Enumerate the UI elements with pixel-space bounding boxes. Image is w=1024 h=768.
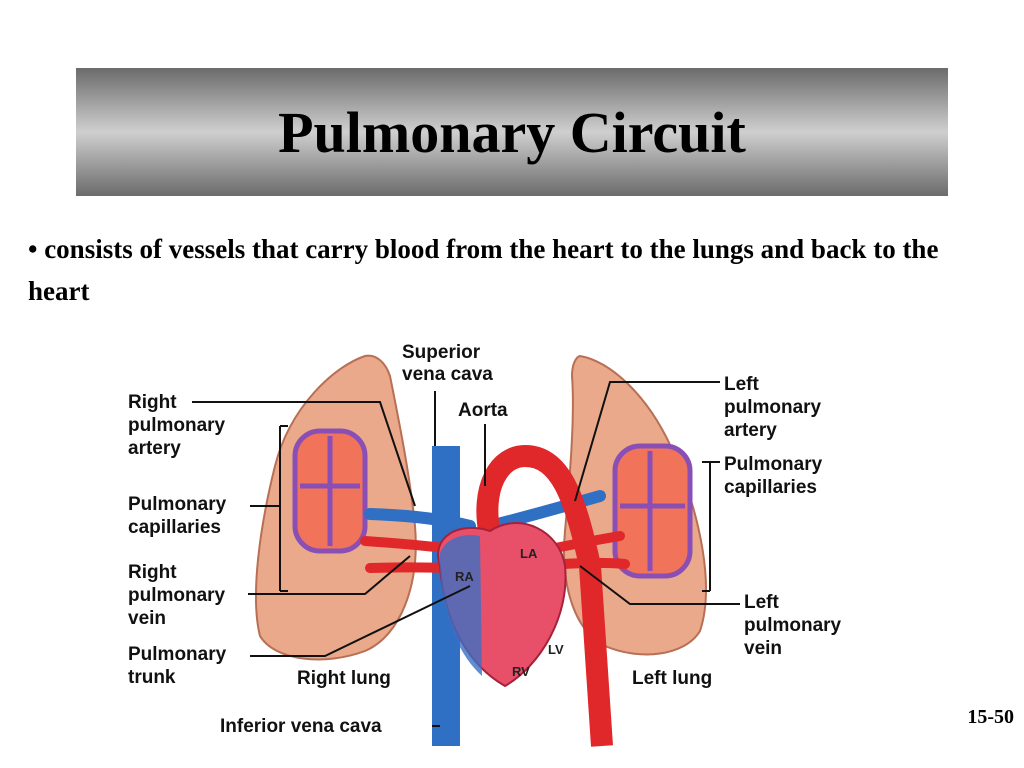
- label-right-lung: Right lung: [297, 668, 391, 689]
- label-left-lung: Left lung: [632, 668, 712, 689]
- svg-text:pulmonary: pulmonary: [744, 615, 842, 636]
- svg-text:pulmonary: pulmonary: [724, 397, 822, 418]
- chamber-ra: RA: [455, 569, 474, 584]
- svg-text:pulmonary: pulmonary: [128, 585, 226, 606]
- svg-text:Pulmonary: Pulmonary: [128, 644, 227, 665]
- aorta-shape: [476, 444, 613, 747]
- chamber-la: LA: [520, 546, 538, 561]
- title-bar: Pulmonary Circuit: [76, 68, 948, 196]
- bullet-text: • consists of vessels that carry blood f…: [28, 234, 939, 306]
- svg-text:vein: vein: [128, 608, 166, 629]
- svg-text:Right: Right: [128, 392, 177, 413]
- label-pulmonary-capillaries-left: Pulmonary capillaries: [128, 494, 227, 538]
- label-right-pulmonary-artery: Right pulmonary artery: [128, 392, 226, 459]
- svg-text:vena cava: vena cava: [402, 364, 493, 385]
- svg-text:vein: vein: [744, 638, 782, 659]
- slide-title: Pulmonary Circuit: [278, 99, 746, 165]
- label-right-pulmonary-vein: Right pulmonary vein: [128, 562, 226, 629]
- svg-text:Pulmonary: Pulmonary: [128, 494, 227, 515]
- svg-text:Superior: Superior: [402, 342, 481, 363]
- left-capillary-network: [612, 443, 693, 579]
- svg-text:capillaries: capillaries: [724, 477, 817, 498]
- svg-text:artery: artery: [128, 438, 181, 459]
- svg-text:pulmonary: pulmonary: [128, 415, 226, 436]
- svg-text:artery: artery: [724, 420, 777, 441]
- label-superior-vena-cava: Superior vena cava: [402, 342, 493, 385]
- svg-text:Right: Right: [128, 562, 177, 583]
- svg-text:trunk: trunk: [128, 667, 176, 688]
- label-pulmonary-capillaries-right: Pulmonary capillaries: [724, 454, 823, 498]
- slide-number: 15-50: [967, 706, 1014, 728]
- label-pulmonary-trunk: Pulmonary trunk: [128, 644, 227, 688]
- chamber-lv: LV: [548, 642, 564, 657]
- label-inferior-vena-cava: Inferior vena cava: [220, 716, 382, 737]
- svg-text:Left: Left: [744, 592, 780, 613]
- svg-text:Pulmonary: Pulmonary: [724, 454, 823, 475]
- svg-text:capillaries: capillaries: [128, 517, 221, 538]
- chamber-rv: RV: [512, 664, 530, 679]
- label-left-pulmonary-vein: Left pulmonary vein: [744, 592, 842, 659]
- svg-text:Left: Left: [724, 374, 760, 395]
- label-aorta: Aorta: [458, 400, 508, 421]
- leader-lines: [192, 381, 740, 727]
- label-left-pulmonary-artery: Left pulmonary artery: [724, 374, 822, 441]
- pulmonary-circuit-diagram: RA LA RV LV Superior vena cava Aorta Rig…: [110, 336, 870, 748]
- right-heart-side: [439, 535, 482, 676]
- right-capillary-network: [292, 428, 368, 554]
